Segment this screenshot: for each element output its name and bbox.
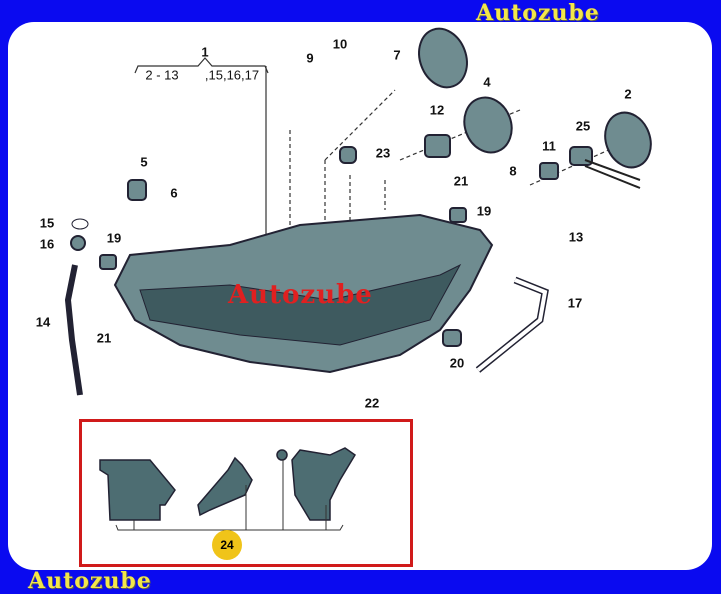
headlamp-housing xyxy=(113,213,494,374)
callout-15: 15 xyxy=(39,215,55,231)
callout-2: 2 xyxy=(624,86,632,102)
callout-14: 14 xyxy=(35,314,51,330)
callout-6: 6 xyxy=(170,185,178,201)
callout-16: 16 xyxy=(39,236,55,252)
callout-23: 23 xyxy=(375,145,391,161)
callout-range: 2 - 13 xyxy=(145,67,179,83)
callout-1: 1 xyxy=(201,44,209,60)
callout-24-badge: 24 xyxy=(212,530,242,560)
callout-21a: 21 xyxy=(453,173,469,189)
watermark: Autozube xyxy=(228,280,373,310)
callout-25: 25 xyxy=(575,118,591,134)
bracket-kit-highlight xyxy=(79,419,413,567)
callout-11: 11 xyxy=(542,138,556,154)
callout-17: 17 xyxy=(567,295,583,311)
callout-4: 4 xyxy=(483,74,491,90)
callout-20: 20 xyxy=(449,355,465,371)
brand-logo-bottom: Autozube xyxy=(28,568,152,594)
callout-8: 8 xyxy=(509,163,517,179)
callout-22: 22 xyxy=(364,395,380,411)
callout-5: 5 xyxy=(140,154,148,170)
callout-10: 10 xyxy=(332,36,348,52)
callout-12: 12 xyxy=(429,102,445,118)
callout-19b: 19 xyxy=(106,230,122,246)
callout-9: 9 xyxy=(306,50,314,66)
callout-rest: ,15,16,17 xyxy=(204,67,260,83)
callout-13: 13 xyxy=(568,229,584,245)
brand-logo-top: Autozube xyxy=(476,0,600,26)
callout-7: 7 xyxy=(393,47,401,63)
callout-19a: 19 xyxy=(476,203,492,219)
callout-21b: 21 xyxy=(96,330,112,346)
